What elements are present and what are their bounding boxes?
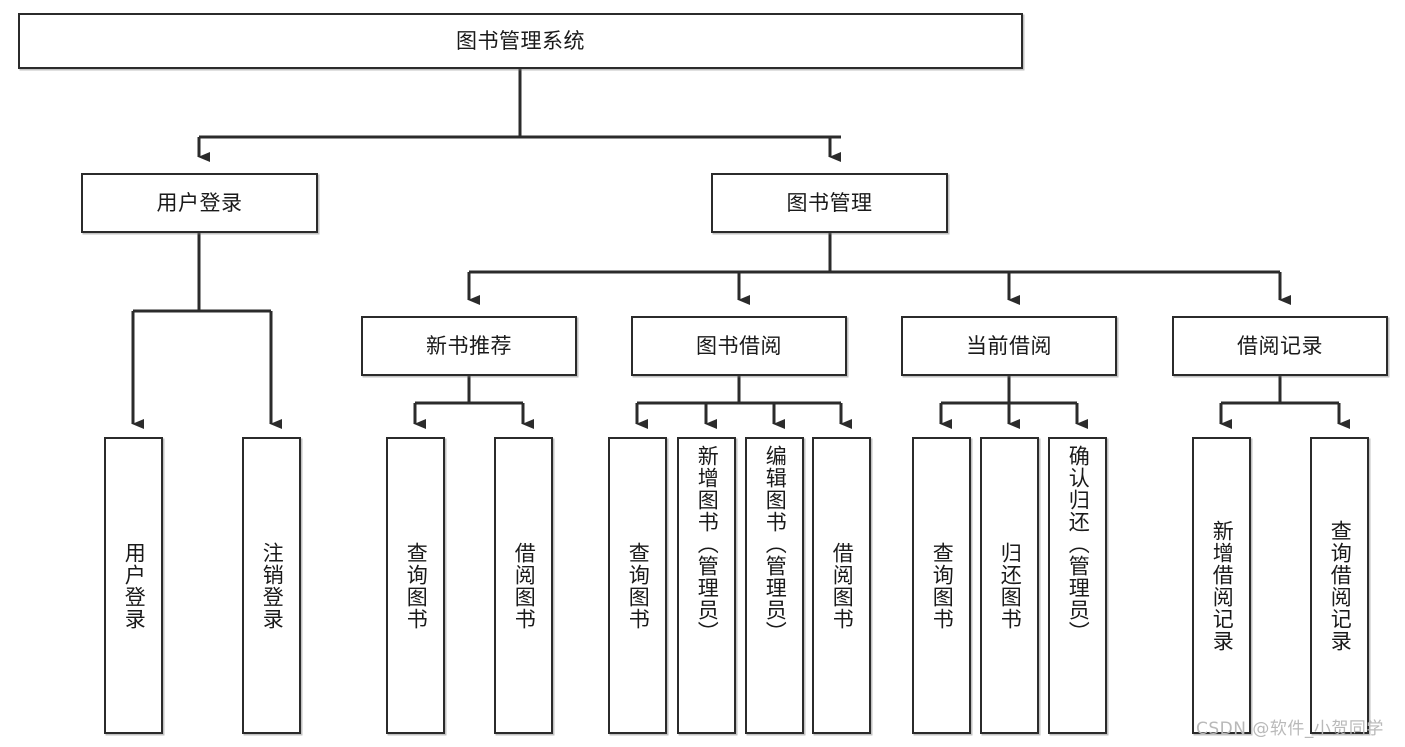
node-label: 归还图书 [998, 541, 1023, 630]
leaf-return-book[interactable]: 归还图书 [980, 437, 1039, 734]
leaf-user-login[interactable]: 用户登录 [104, 437, 163, 734]
leaf-confirm-return-admin[interactable]: 确认归还（管理员） [1048, 437, 1107, 734]
node-label: 确认归还（管理员） [1066, 445, 1091, 643]
node-label: 新增图书（管理员） [695, 445, 720, 643]
node-label: 图书借阅 [696, 333, 782, 358]
leaf-edit-book-admin[interactable]: 编辑图书（管理员） [745, 437, 804, 734]
leaf-borrow-book[interactable]: 借阅图书 [812, 437, 871, 734]
csdn-watermark: CSDN @软件_小贺同学 [1196, 719, 1384, 739]
leaf-search-book-borrow[interactable]: 查询图书 [608, 437, 667, 734]
node-label: 借阅图书 [512, 541, 537, 630]
node-label: 查询图书 [626, 541, 651, 630]
node-label: 注销登录 [260, 541, 285, 630]
node-label: 当前借阅 [966, 333, 1052, 358]
node-root-system[interactable]: 图书管理系统 [18, 13, 1023, 69]
node-label: 编辑图书（管理员） [763, 445, 788, 643]
node-current-borrow[interactable]: 当前借阅 [901, 316, 1117, 376]
node-new-book-recommend[interactable]: 新书推荐 [361, 316, 577, 376]
node-user-login[interactable]: 用户登录 [81, 173, 318, 233]
node-book-management[interactable]: 图书管理 [711, 173, 948, 233]
leaf-logout[interactable]: 注销登录 [242, 437, 301, 734]
node-label: 新书推荐 [426, 333, 512, 358]
leaf-search-book-current[interactable]: 查询图书 [912, 437, 971, 734]
leaf-add-borrow-record[interactable]: 新增借阅记录 [1192, 437, 1251, 734]
node-book-borrow[interactable]: 图书借阅 [631, 316, 847, 376]
node-label: 查询借阅记录 [1328, 519, 1353, 652]
node-label: 借阅记录 [1237, 333, 1323, 358]
node-label: 借阅图书 [830, 541, 855, 630]
leaf-add-book-admin[interactable]: 新增图书（管理员） [677, 437, 736, 734]
node-label: 新增借阅记录 [1210, 519, 1235, 652]
leaf-search-borrow-record[interactable]: 查询借阅记录 [1310, 437, 1369, 734]
leaf-search-book-recommend[interactable]: 查询图书 [386, 437, 445, 734]
node-label: 图书管理 [786, 190, 873, 215]
node-label: 图书管理系统 [456, 28, 585, 53]
node-label: 用户登录 [122, 541, 147, 630]
node-label: 查询图书 [930, 541, 955, 630]
node-borrow-record[interactable]: 借阅记录 [1172, 316, 1388, 376]
node-label: 用户登录 [156, 190, 243, 215]
node-label: 查询图书 [404, 541, 429, 630]
leaf-borrow-book-recommend[interactable]: 借阅图书 [494, 437, 553, 734]
